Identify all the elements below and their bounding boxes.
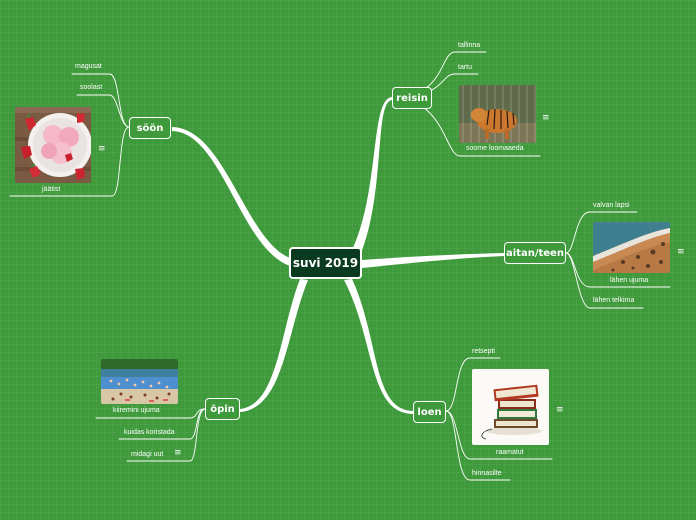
subtopic-kiiremini-ujuma[interactable]: kiiremini ujuma [113,407,160,414]
subtopic-jaatist[interactable]: jäätist [42,186,61,193]
notes-icon[interactable]: ≡ [98,144,106,154]
ice-cream-image[interactable] [15,107,91,183]
subtopic-hinnasilte[interactable]: hinnasilte [472,470,502,477]
subtopic-midagi-uut[interactable]: midagi uut [131,451,164,458]
subtopic-tartu[interactable]: tartu [458,64,473,71]
subtopic-soome-loomaaeda[interactable]: soome loomaaeda [466,145,524,152]
subtopic-kuidas-koristada[interactable]: kuidas koristada [124,429,175,436]
branch-soom [172,127,290,266]
subtopic-magusat[interactable]: magusat [75,63,102,70]
notes-icon[interactable]: ≡ [542,113,550,123]
branch-reisin [352,97,392,256]
tiger-image[interactable] [459,85,536,143]
topic-soom[interactable]: söön [129,117,171,139]
topic-aitan[interactable]: aitan/teen [504,242,566,264]
books-image[interactable] [472,369,549,445]
topic-opin[interactable]: õpin [205,398,240,420]
subtopic-valvan-lapsi[interactable]: valvan lapsi [593,202,630,209]
subtopic-retsepti[interactable]: retsepti [472,348,495,355]
branch-loen [344,279,413,414]
central-topic[interactable]: suvi 2019 [289,247,362,279]
topic-loen[interactable]: loen [413,401,446,423]
subtopic-soolast[interactable]: soolast [80,84,103,91]
branch-aitan [362,253,504,268]
subtopic-raamatut[interactable]: raamatut [496,449,524,456]
subtopic-lahen-telkima[interactable]: lähen telkima [593,297,635,304]
beach-image[interactable] [593,222,670,273]
swimming-image[interactable] [101,359,178,404]
subtopic-tallinna[interactable]: tallinna [458,42,481,49]
topic-reisin[interactable]: reisin [392,87,432,109]
notes-icon[interactable]: ≡ [677,247,685,257]
subtopic-lahen-ujuma[interactable]: lähen ujuma [610,277,649,284]
branch-opin [240,279,308,412]
notes-icon[interactable]: ≡ [174,448,182,458]
notes-icon[interactable]: ≡ [556,405,564,415]
